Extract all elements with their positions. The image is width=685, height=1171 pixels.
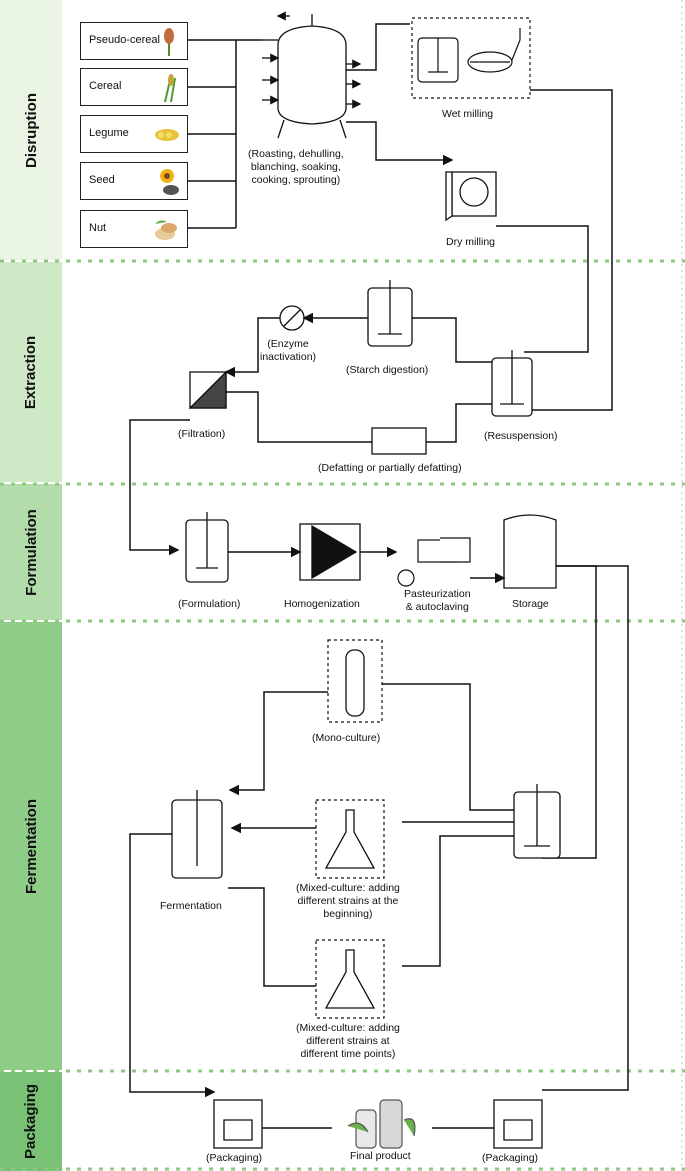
raw-material-label: Pseudo-cereal xyxy=(89,34,160,46)
packaging-flows xyxy=(262,565,629,1129)
flow-to-wet-milling xyxy=(346,23,454,166)
raw-material-pseudo-cereal: Pseudo-cereal xyxy=(80,22,188,60)
packaging-right-unit xyxy=(493,1099,543,1149)
mixed-beginning-flask xyxy=(324,809,376,869)
raw-material-label: Legume xyxy=(89,127,129,139)
mono-culture-label: (Mono-culture) xyxy=(312,732,381,744)
mixing-tank xyxy=(513,784,561,859)
wet-milling-unit xyxy=(411,17,531,99)
heat-exchanger xyxy=(279,305,305,331)
final-product-bottles xyxy=(347,1099,416,1149)
packaging-right-label: (Packaging) xyxy=(482,1152,539,1164)
enzyme-inactivation-label: (Enzyme inactivation) xyxy=(260,338,317,363)
section-extraction: Extraction xyxy=(0,262,62,482)
fermentation-flows xyxy=(129,683,514,1098)
mixed-beginning-label: (Mixed-culture: adding different strains… xyxy=(296,882,400,920)
section-formulation: Formulation xyxy=(0,484,62,620)
section-disruption: Disruption xyxy=(0,0,62,260)
legume-icon xyxy=(155,129,179,141)
storage-tank xyxy=(503,514,557,589)
starch-digestion-label: (Starch digestion) xyxy=(346,364,429,376)
starch-digestion-tank xyxy=(367,280,413,347)
fermentation-label: Fermentation xyxy=(160,900,222,912)
wet-milling-equipment xyxy=(417,28,521,83)
storage-label: Storage xyxy=(512,598,549,610)
filter-unit xyxy=(188,370,227,409)
mono-culture-box xyxy=(327,639,383,723)
raw-material-connectors xyxy=(188,39,262,229)
homogenization-label: Homogenization xyxy=(284,598,360,610)
raw-material-cereal: Cereal xyxy=(80,68,188,106)
resuspension-tank xyxy=(491,350,533,417)
formulation-tank xyxy=(185,512,229,583)
defatting-label: (Defatting or partially defatting) xyxy=(318,462,462,474)
raw-material-nut: Nut xyxy=(80,210,188,248)
wet-milling-outflow xyxy=(520,89,613,411)
nut-icon xyxy=(155,220,177,240)
raw-material-label: Nut xyxy=(89,222,107,234)
raw-material-seed: Seed xyxy=(80,162,188,200)
seed-icon xyxy=(160,169,179,195)
raw-material-legume: Legume xyxy=(80,115,188,153)
packaging-left-unit xyxy=(213,1099,263,1149)
mixed-timepoints-label: (Mixed-culture: adding different strains… xyxy=(296,1022,400,1060)
raw-material-label: Seed xyxy=(89,174,115,186)
pasteurization-label: Pasteurization & autoclaving xyxy=(404,588,471,613)
pretreatment-ports xyxy=(262,11,362,109)
resuspension-label: (Resuspension) xyxy=(484,430,558,442)
extraction-flows xyxy=(129,312,492,556)
mixed-timepoints-box xyxy=(315,939,385,1019)
pretreatment-tank xyxy=(262,14,347,139)
filtration-label: (Filtration) xyxy=(178,428,226,440)
cereal-icon xyxy=(164,74,176,103)
section-dividers xyxy=(0,259,685,1171)
raw-material-label: Cereal xyxy=(89,80,122,92)
packaging-left-label: (Packaging) xyxy=(206,1152,263,1164)
mixed-beginning-box xyxy=(315,799,385,879)
defatting-separator xyxy=(371,427,427,455)
dry-milling-label: Dry milling xyxy=(446,236,496,248)
formulation-label: (Formulation) xyxy=(178,598,241,610)
wet-milling-label: Wet milling xyxy=(442,108,494,120)
final-product-label: Final product xyxy=(350,1150,411,1162)
homogenizer xyxy=(299,523,361,581)
pretreatment-label: (Roasting, dehulling, blanching, soaking… xyxy=(248,148,344,186)
pseudo-cereal-icon xyxy=(164,28,174,56)
section-fermentation: Fermentation xyxy=(0,622,62,1070)
mono-culture-tube xyxy=(345,649,365,717)
pasteurizer xyxy=(397,537,471,587)
dry-milling-unit xyxy=(445,171,497,222)
dry-milling-outflow xyxy=(496,225,589,353)
mixed-timepoints-flask xyxy=(324,949,376,1009)
section-packaging: Packaging xyxy=(0,1072,62,1171)
fermenter xyxy=(171,790,223,879)
